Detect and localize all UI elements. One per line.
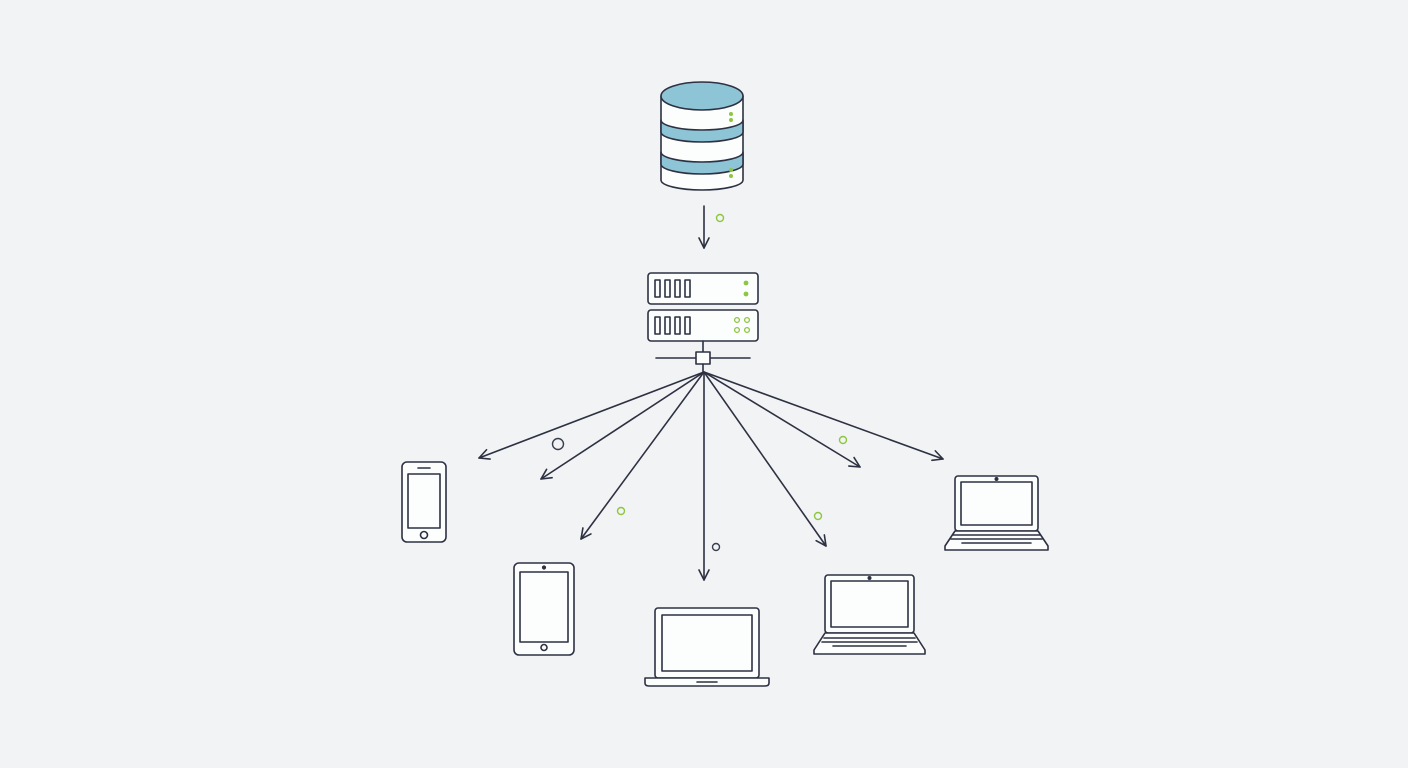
packet-dot — [551, 437, 565, 451]
packet-dot — [838, 435, 848, 445]
edge-switch-phone-inner — [540, 371, 705, 480]
packet-dot — [715, 213, 725, 223]
database-status-led — [729, 168, 733, 172]
tablet-icon — [513, 562, 575, 656]
edge-switch-tablet — [580, 371, 705, 540]
edge-switch-laptop-far-right — [703, 371, 944, 462]
packet-dot — [616, 506, 626, 516]
edge-switch-phone — [478, 371, 705, 460]
laptop-icon — [813, 574, 926, 655]
packet-dot — [711, 542, 721, 552]
smartphone-icon — [401, 461, 447, 543]
database-status-led — [729, 118, 733, 122]
laptop-icon — [644, 607, 770, 687]
server-rack-icon — [647, 272, 759, 342]
database-status-led — [729, 174, 733, 178]
laptop-icon — [944, 475, 1049, 551]
edge-switch-laptop-right-upper — [703, 371, 861, 468]
packet-dot — [813, 511, 823, 521]
database-status-led — [729, 112, 733, 116]
network-switch-icon — [655, 340, 751, 373]
edge-switch-laptop-right — [703, 371, 827, 547]
database-icon — [660, 81, 744, 191]
